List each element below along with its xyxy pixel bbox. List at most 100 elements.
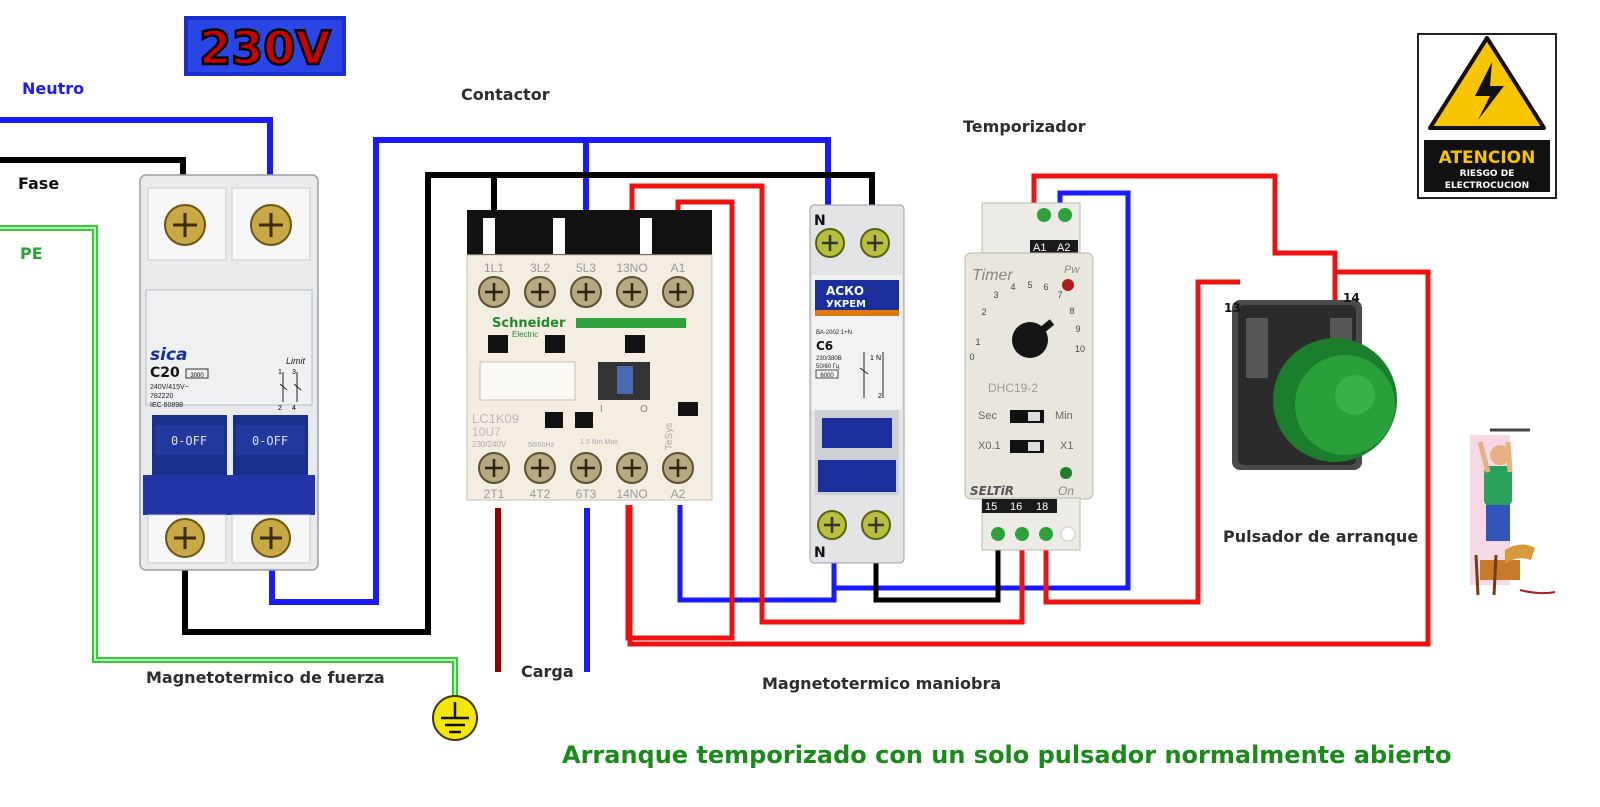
breaker-spec2: 782220 — [150, 393, 173, 400]
contactor: Schneider Electric I O LC1K09 10U7 230/2… — [466, 210, 713, 501]
timer-dial-number: 9 — [1075, 324, 1080, 334]
ctrl-rating: C6 — [816, 339, 833, 353]
timer-dial-number: 5 — [1027, 280, 1032, 290]
breaker-rating: C20 — [150, 365, 180, 381]
red-timer-a1-wire — [1031, 173, 1338, 300]
electrician-cartoon-icon — [1470, 428, 1556, 596]
timer-title: Timer — [972, 267, 1013, 284]
timer-dial-number: 1 — [975, 337, 980, 347]
ctrl-phase-wire — [873, 548, 1001, 603]
neutral-feed-wire — [0, 117, 273, 185]
contactor-terminal-label: 13NO — [616, 261, 647, 275]
main-breaker: sica C20 3000 240V/415V~ 782220 IEC 6089… — [139, 174, 319, 571]
ctrl-spec1: 230/380В — [816, 356, 842, 362]
toggle-left-state: 0-OFF — [171, 434, 207, 448]
contactor-voltage: 230/240V — [472, 440, 507, 449]
screw-icon — [860, 228, 890, 258]
timer-pw: Pw — [1064, 264, 1080, 276]
screw-icon — [251, 518, 291, 558]
breaker-limit: Limit — [286, 356, 306, 366]
contactor-terminal-label: A1 — [671, 261, 686, 275]
contactor-terminal-label: A2 — [671, 487, 686, 501]
ctrl-brand2: УКРЕМ — [826, 299, 866, 310]
timer-x01: X0.1 — [978, 440, 1001, 452]
ctrl-neutral-wire — [834, 190, 1131, 591]
label-neutro: Neutro — [22, 79, 84, 98]
label-contactor: Contactor — [461, 85, 550, 104]
timer-15: 15 — [985, 501, 997, 513]
timer-a2: A2 — [1057, 242, 1070, 254]
contactor-o: O — [640, 404, 648, 415]
contactor-terminal-label: 4T2 — [530, 487, 551, 501]
screw-icon — [165, 518, 205, 558]
screw-icon — [250, 204, 292, 246]
ctrl-n-top: N — [814, 213, 826, 229]
ctrl-tn: N — [876, 355, 881, 362]
earth-wire-core — [0, 227, 456, 700]
timer-brand: SELTiR — [970, 484, 1014, 498]
screw-icon — [616, 276, 648, 308]
warning-sign: ATENCION RIESGO DE ELECTROCUCION — [1417, 33, 1557, 199]
label-fase: Fase — [18, 174, 59, 193]
breaker-symbol-icon — [279, 372, 302, 402]
contactor-i: I — [600, 404, 603, 415]
knob-pointer-icon — [1027, 319, 1055, 343]
term-4: 4 — [292, 405, 296, 412]
toggle-right[interactable] — [236, 425, 305, 455]
contactor-terminal-label: 3L2 — [530, 261, 550, 275]
contactor-tesys: TeSys — [664, 423, 675, 450]
contactor-terminal-label: 6T3 — [576, 487, 597, 501]
term-2: 2 — [278, 405, 282, 412]
contactor-torque: 1.5 Nm Max — [580, 439, 618, 446]
screw-icon — [570, 276, 602, 308]
screw-icon — [478, 452, 510, 484]
timer-model: DHC19-2 — [988, 381, 1038, 395]
timer-min: Min — [1055, 410, 1073, 422]
screw-icon — [524, 276, 556, 308]
timer-dial-number: 10 — [1075, 344, 1085, 354]
toggle-right-state: 0-OFF — [252, 434, 288, 448]
screw-icon — [662, 452, 694, 484]
screw-icon — [1058, 208, 1072, 222]
breaker-symbol-icon — [859, 352, 884, 398]
power-led — [1062, 279, 1074, 291]
timer-dial-number: 2 — [981, 307, 986, 317]
contactor-terminal-label: 5L3 — [576, 261, 596, 275]
timer-18: 18 — [1036, 501, 1048, 513]
label-carga: Carga — [521, 662, 574, 681]
toggle-left[interactable] — [155, 425, 224, 455]
term-1: 1 — [278, 369, 282, 376]
neutral-out-wire — [269, 137, 831, 605]
screw-icon — [1037, 208, 1051, 222]
breaker-spec3: IEC 60898 — [150, 402, 183, 409]
ctrl-brand1: АСКО — [826, 284, 864, 298]
red-14-return-wire — [627, 269, 1431, 647]
ctrl-t1: 1 — [870, 355, 874, 362]
screw-icon — [861, 510, 891, 540]
breaker-spec1: 240V/415V~ — [150, 384, 189, 391]
screw-icon — [524, 452, 556, 484]
voltage-badge: 230V — [184, 16, 346, 76]
screw-icon — [570, 452, 602, 484]
label-mt-fuerza: Magnetotermico de fuerza — [146, 668, 385, 687]
screw-icon — [164, 204, 206, 246]
ctrl-toggle[interactable] — [822, 418, 892, 448]
ctrl-code: 6000 — [820, 373, 834, 379]
screw-icon — [478, 276, 510, 308]
breaker-code: 3000 — [190, 373, 204, 379]
term-3: 3 — [292, 369, 296, 376]
timer-sec: Sec — [978, 410, 997, 422]
timer-dial-number: 8 — [1069, 306, 1074, 316]
contactor-model: LC1K09 — [472, 411, 519, 426]
contactor-brand: Schneider — [492, 316, 566, 331]
contactor-terminal-label: 2T1 — [484, 487, 505, 501]
sign-line3: ELECTROCUCION — [1445, 181, 1529, 191]
sign-line1: ATENCION — [1439, 148, 1536, 168]
label-pulsador: Pulsador de arranque — [1223, 527, 1418, 546]
screw-icon — [815, 228, 845, 258]
timer-dial-number: 4 — [1010, 282, 1015, 292]
label-pe: PE — [20, 244, 43, 263]
label-temporizador: Temporizador — [963, 117, 1086, 136]
ctrl-model: ВА-2002 1+N — [816, 330, 852, 336]
timer-dial-number: 6 — [1043, 282, 1048, 292]
